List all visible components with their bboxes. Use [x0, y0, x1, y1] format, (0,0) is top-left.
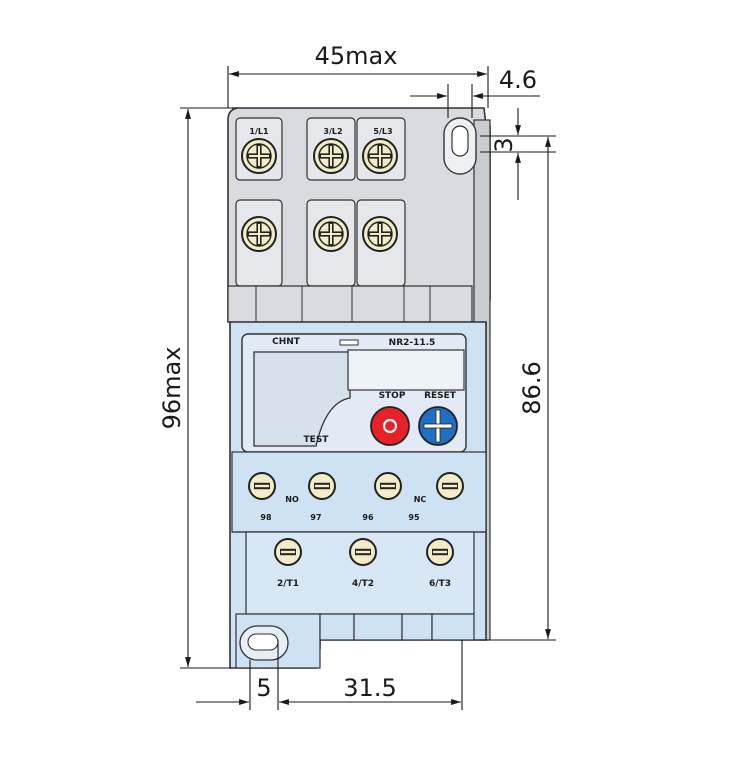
aux-screw-97	[308, 472, 336, 500]
terminal-screw-upper-1	[241, 216, 277, 252]
terminal-screw-upper-3	[362, 216, 398, 252]
aux-number-96: 96	[362, 513, 374, 522]
reset-button	[418, 406, 458, 446]
terminal-screw-l1	[241, 138, 277, 174]
dimension-lines	[180, 66, 556, 710]
dim-width-max: 45max	[315, 42, 398, 70]
dim-slot-width: 4.6	[499, 66, 537, 94]
terminal-label-l3: 5/L3	[373, 127, 392, 136]
aux-screw-95	[436, 472, 464, 500]
aux-number-97: 97	[310, 513, 321, 522]
dim-slot-height: 3	[490, 137, 518, 152]
aux-number-95: 95	[408, 513, 420, 522]
terminal-label-l1: 1/L1	[249, 127, 269, 136]
aux-screw-98	[248, 472, 276, 500]
dim-mount-height: 86.6	[518, 361, 546, 414]
terminal-label-l2: 3/L2	[323, 127, 342, 136]
terminal-screw-upper-2	[313, 216, 349, 252]
load-screw-t1	[274, 538, 302, 566]
terminal-screw-l3	[362, 138, 398, 174]
brand-label: CHNT	[272, 337, 301, 347]
test-label: TEST	[304, 435, 330, 445]
dim-height-max: 96max	[158, 347, 186, 430]
terminal-screw-l2	[313, 138, 349, 174]
terminal-label-t2: 4/T2	[352, 579, 374, 589]
terminal-label-t3: 6/T3	[429, 579, 451, 589]
model-label: NR2-11.5	[389, 338, 436, 348]
aux-screw-96	[374, 472, 402, 500]
relay-body	[227, 107, 491, 669]
terminal-label-t1: 2/T1	[277, 579, 299, 589]
stop-label: STOP	[379, 391, 406, 401]
load-screw-t3	[426, 538, 454, 566]
reset-label: RESET	[424, 391, 457, 401]
aux-no-label: NO	[285, 495, 299, 504]
load-screw-t2	[349, 538, 377, 566]
aux-number-98: 98	[260, 513, 272, 522]
dim-mount-spacing: 31.5	[343, 674, 396, 702]
stop-button	[370, 406, 410, 446]
dim-edge-offset: 5	[256, 674, 271, 702]
aux-nc-label: NC	[414, 495, 427, 504]
